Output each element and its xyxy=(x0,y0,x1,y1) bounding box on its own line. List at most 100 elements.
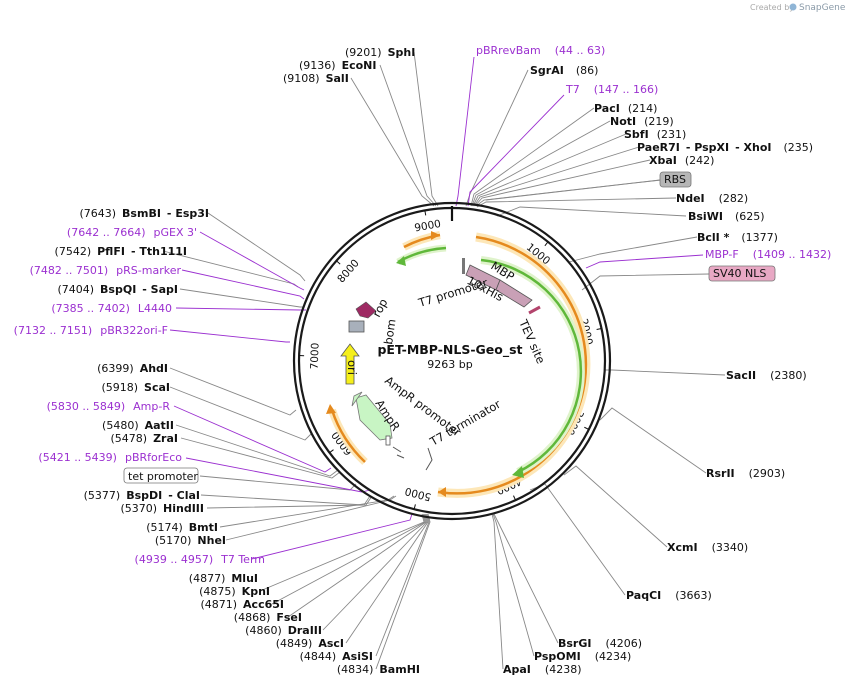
bom-label: bom xyxy=(381,318,398,345)
sv40-leader-line xyxy=(581,273,710,291)
rbs-label: RBS xyxy=(664,173,686,186)
tet-promoter-label: tet promoter xyxy=(128,470,198,483)
primer-pgex3: (7642 .. 7664)pGEX 3' xyxy=(67,226,197,239)
site-econi: (9136)EcoNI xyxy=(299,59,376,72)
ampr-promoter-block xyxy=(385,435,391,446)
credit-prefix: Created by xyxy=(750,3,794,12)
primer-t7-term: (4939 .. 4957)T7 Term xyxy=(135,553,265,566)
primer-pbr322ori-f: (7132 .. 7151)pBR322ori-F xyxy=(14,324,168,337)
site-scai: (5918)ScaI xyxy=(101,381,170,394)
site-sbfi: SbfI(231) xyxy=(624,128,686,141)
plasmid-name: pET-MBP-NLS-Geo_st xyxy=(377,342,522,358)
site-sphi: (9201)SphI xyxy=(345,46,415,59)
sv40-nls-label: SV40 NLS xyxy=(713,267,766,280)
lacz-arrow-icon xyxy=(512,466,524,478)
primer-mark-2 xyxy=(396,454,405,459)
ori-label: ori xyxy=(345,360,359,375)
site-bsmbi: (7643)BsmBI- Esp3I xyxy=(79,207,209,220)
site-fsei: (4868)FseI xyxy=(234,611,302,624)
tick-mark xyxy=(413,504,416,510)
site-bsiwi: BsiWI(625) xyxy=(688,210,765,223)
site-draiii: (4860)DraIII xyxy=(245,624,322,637)
site-paer7i: PaeR7I- PspXI- XhoI(235) xyxy=(637,141,813,154)
primer-t7: T7(147 .. 166) xyxy=(565,83,658,96)
tick-marks xyxy=(299,210,602,510)
site-pflfi: (7542)PflFI- Tth111I xyxy=(55,245,187,258)
mbp-orf-arrow-icon xyxy=(438,487,446,497)
ampr-arrow-icon xyxy=(355,394,393,441)
tev-site-block xyxy=(528,305,541,315)
rbs-leader-line xyxy=(485,179,662,201)
site-bcli: BclI *(1377) xyxy=(697,231,778,244)
site-apai: ApaI(4238) xyxy=(503,663,581,676)
rbs-box xyxy=(659,171,692,188)
tick-mark xyxy=(513,495,517,501)
tick-mark xyxy=(544,241,549,247)
rop-label: rop xyxy=(369,296,390,319)
site-paci: PacI(214) xyxy=(594,102,657,115)
site-mlui: (4877)MluI xyxy=(189,572,258,585)
mbp-feature-arrow-icon xyxy=(495,279,533,308)
site-nhei: (5170)NheI xyxy=(155,534,226,547)
site-xbai: XbaI(242) xyxy=(649,154,714,167)
plasmid-size: 9263 bp xyxy=(427,358,472,371)
mbp-orf-arc xyxy=(437,235,588,495)
primer-pbrrevbam: pBRrevBam(44 .. 63) xyxy=(476,44,605,57)
bom-block xyxy=(348,320,365,333)
site-paqci: PaqCI(3663) xyxy=(626,589,712,602)
tick-mark xyxy=(424,210,427,216)
site-asisi: (4844)AsiSI xyxy=(300,650,373,663)
tet-promoter-box xyxy=(123,467,199,484)
small-green-glow xyxy=(396,244,447,266)
rop-icon xyxy=(355,301,377,319)
tick-mark xyxy=(329,449,334,454)
site-sacii: SacII(2380) xyxy=(726,369,807,382)
site-ahdi: (6399)AhdI xyxy=(97,362,168,375)
site-aatii: (5480)AatII xyxy=(102,419,174,432)
ori-arrow-icon xyxy=(340,343,360,385)
site-bspqi: (7404)BspQI- SapI xyxy=(57,283,178,296)
site-pspomi: PspOMI(4234) xyxy=(534,650,631,663)
site-sali: (9108)SalI xyxy=(283,72,349,85)
tick-mark xyxy=(336,260,341,265)
t7-terminator-icon xyxy=(425,447,433,471)
tick-label: 8000 xyxy=(335,257,362,285)
site-sgrai: SgrAI(86) xyxy=(530,64,598,77)
site-asci: (4849)AscI xyxy=(276,637,344,650)
tick-mark xyxy=(596,327,602,331)
tick-mark xyxy=(584,426,590,430)
site-zrai: (5478)ZraI xyxy=(111,432,179,445)
ampr-orange-arc xyxy=(330,409,366,463)
primer-mbp-f: MBP-F(1409 .. 1432) xyxy=(705,248,831,261)
site-bamhi: (4834)BamHI xyxy=(337,663,420,676)
small-orange-arrow-icon xyxy=(431,231,440,240)
site-rsrii: RsrII(2903) xyxy=(706,467,785,480)
primer-pbrforeco: (5421 .. 5439)pBRforEco xyxy=(38,451,182,464)
credit-brand: SnapGene xyxy=(799,3,846,13)
primer-leader-lines xyxy=(169,56,704,560)
primer-mark xyxy=(392,446,402,453)
site-xcmi: XcmI(3340) xyxy=(667,541,748,554)
site-ndei: NdeI(282) xyxy=(676,192,748,205)
primer-l4440: (7385 .. 7402)L4440 xyxy=(51,302,172,315)
backbone-outer xyxy=(292,201,612,521)
tick-label: 5000 xyxy=(404,485,433,503)
site-kpni: (4875)KpnI xyxy=(199,585,270,598)
primer-amp-r: (5830 .. 5849)Amp-R xyxy=(47,400,171,413)
site-acc65i: (4871)Acc65I xyxy=(200,598,284,611)
site-bspdi: (5377)BspDI- ClaI xyxy=(84,489,200,502)
tick-label: 9000 xyxy=(413,218,441,235)
sv40-nls-box xyxy=(708,265,776,282)
ampr-head-icon xyxy=(351,391,363,407)
site-noti: NotI(219) xyxy=(610,115,674,128)
ampr-orange-arrow-icon xyxy=(326,404,336,414)
site-hindiii: (5370)HindIII xyxy=(120,502,204,515)
primer-prs-marker: (7482 .. 7501)pRS-marker xyxy=(30,264,182,277)
site-bsrgi: BsrGI(4206) xyxy=(558,637,642,650)
tick-label: 7000 xyxy=(309,343,322,370)
lacz-arc xyxy=(480,258,583,474)
his-tag-block xyxy=(462,258,465,274)
site-bmti: (5174)BmtI xyxy=(146,521,218,534)
